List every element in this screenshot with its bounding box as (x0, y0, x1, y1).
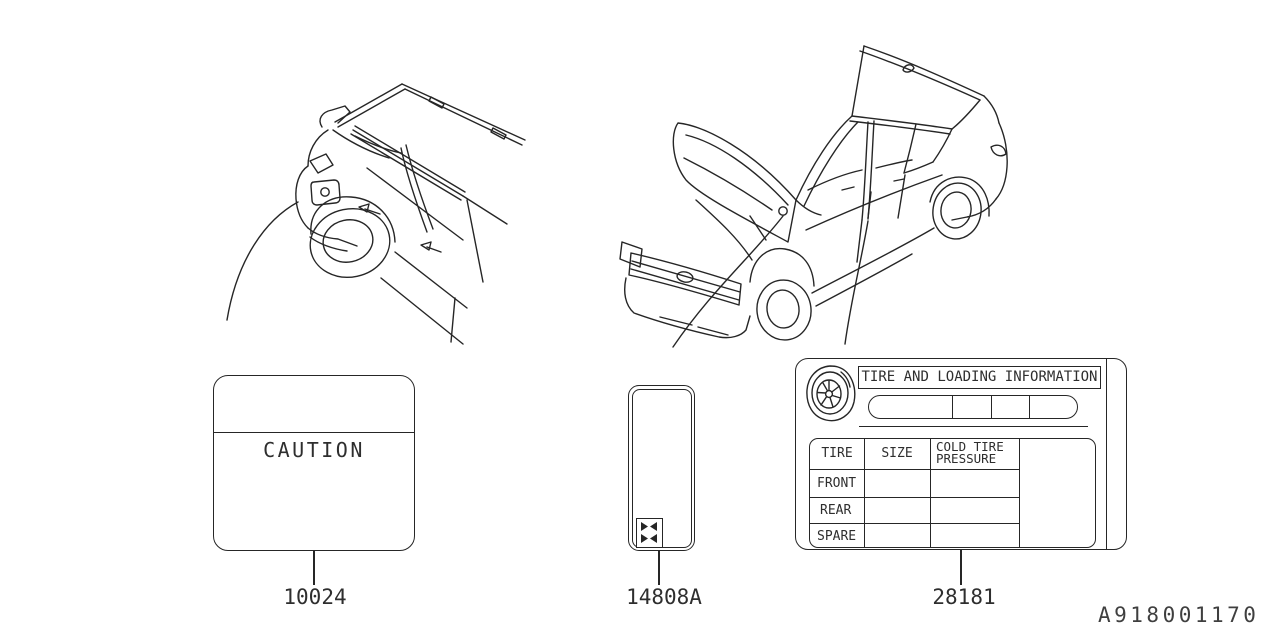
front-wheel-arch (749, 247, 815, 287)
label-location-mark (867, 191, 872, 219)
front-wheel (756, 279, 812, 341)
diagram-reference-code: A918001170 (1098, 603, 1260, 627)
headlamp (619, 241, 643, 268)
b-pillar (861, 121, 869, 221)
caution-label: CAUTION (213, 375, 415, 551)
double-asterisk-icon (640, 521, 657, 543)
tire-loading-label: TIRE AND LOADING INFORMATION TIRE SIZE C… (795, 358, 1127, 550)
antenna (902, 64, 915, 73)
row-label-front: FRONT (817, 476, 857, 491)
rear-wheel (932, 182, 982, 240)
open-hood (672, 122, 797, 243)
front-quarter-vehicle-hood-open-illustration (619, 45, 1008, 348)
part-number-14808A[interactable]: 14808A (626, 585, 702, 609)
tire-pressure-table: TIRE SIZE COLD TIRE PRESSURE FRONT REAR … (809, 438, 1096, 548)
leader-line-tire (960, 550, 962, 585)
col-header-size: SIZE (881, 446, 913, 461)
grille (628, 252, 742, 306)
rear-wheel (309, 208, 391, 278)
tire-label-title: TIRE AND LOADING INFORMATION (858, 366, 1101, 389)
door-handle (841, 186, 855, 191)
rear-quarter-vehicle-illustration (226, 83, 526, 345)
tire-label-edge-line (1106, 359, 1107, 549)
emission-label-mark-box (635, 517, 663, 548)
tire-label-blank-fields (868, 395, 1078, 419)
leader-arc-tire (844, 220, 869, 345)
col-header-tire: TIRE (821, 446, 853, 461)
caution-label-divider (214, 432, 414, 433)
emission-label (628, 385, 695, 551)
part-number-10024[interactable]: 10024 (283, 585, 347, 609)
rear-wheel-arch (310, 196, 396, 243)
spoiler (319, 105, 351, 128)
row-label-spare: SPARE (817, 529, 857, 544)
wheel-icon (806, 365, 856, 422)
caution-label-text: CAUTION (263, 438, 365, 462)
door-handle (893, 178, 905, 182)
label-location-outline (310, 179, 341, 206)
brand-emblem (676, 271, 694, 283)
pointer-arrow (420, 241, 442, 253)
col-header-pressure: COLD TIRE PRESSURE (936, 439, 1004, 466)
part-number-28181[interactable]: 28181 (932, 585, 996, 609)
leader-line-caution (313, 551, 315, 585)
label-location-dot (320, 187, 330, 197)
leader-line-emission (658, 551, 660, 585)
leader-arc-caution (226, 201, 299, 321)
row-label-rear: REAR (820, 503, 852, 518)
label-location-dot (778, 206, 788, 216)
emission-label-inner-border (631, 388, 692, 548)
front-bumper (624, 277, 751, 339)
tail-lamp (309, 153, 334, 174)
tire-label-rule (859, 426, 1088, 427)
leader-arc-emission (672, 215, 784, 348)
tail-lamp (990, 144, 1007, 157)
rear-wheel-arch (929, 176, 990, 217)
pointer-arrow (358, 203, 381, 215)
